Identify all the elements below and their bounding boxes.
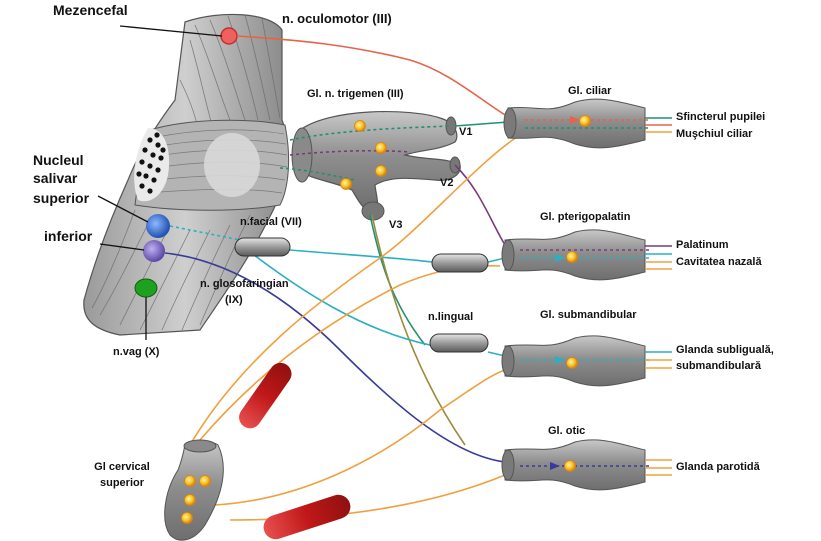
vagus-nucleus: [134, 278, 158, 298]
label-inferior: inferior: [44, 228, 93, 244]
target-label: Glanda subliguală,: [676, 344, 774, 356]
label-trigemen: Gl. n. trigemen (III): [307, 88, 404, 100]
oculomotor-nucleus: [220, 27, 238, 45]
label-v2: V2: [440, 177, 454, 189]
label-cervical-1: Gl cervical: [94, 461, 150, 473]
target-label: Cavitatea nazală: [676, 256, 762, 268]
target-label: Glanda parotidă: [676, 461, 760, 473]
otic-ganglion: [501, 439, 650, 491]
label-superior: superior: [33, 190, 90, 206]
ciliary-ganglion: [503, 98, 650, 149]
label-mezencefal: Mezencefal: [53, 2, 128, 18]
inferior-salivary-nucleus: [143, 240, 165, 262]
superior-cervical-ganglion: [164, 439, 224, 541]
label-vag: n.vag (X): [113, 346, 160, 358]
blood-vessels: [239, 362, 351, 540]
ganglion-name: Gl. otic: [548, 425, 586, 437]
label-glosofaringian: n. glosofaringian: [200, 278, 289, 290]
ganglion-name: Gl. ciliar: [568, 85, 612, 97]
label-ix: (IX): [225, 294, 243, 306]
target-label: Palatinum: [676, 239, 729, 251]
label-oculomotor: n. oculomotor (III): [282, 11, 392, 26]
superior-salivary-nucleus: [146, 214, 170, 238]
label-cervical-2: superior: [99, 477, 144, 489]
neuron-bodies: [181, 115, 591, 524]
ganglion-name: Gl. pterigopalatin: [540, 211, 631, 223]
target-label: submandibulară: [676, 360, 761, 372]
brainstem: [83, 13, 290, 336]
nerve-cylinders: [234, 237, 489, 353]
target-label: Muşchiul ciliar: [676, 128, 753, 140]
label-facial: n.facial (VII): [240, 216, 302, 228]
label-v3: V3: [389, 219, 403, 231]
target-label: Sfincterul pupilei: [676, 111, 766, 123]
label-v1: V1: [459, 126, 473, 138]
trigeminal-ganglion: [291, 110, 461, 221]
label-lingual: n.lingual: [428, 311, 474, 323]
ganglion-name: Gl. submandibular: [540, 309, 637, 321]
label-nucleul: Nucleul: [33, 152, 84, 168]
label-salivar: salivar: [33, 170, 78, 186]
